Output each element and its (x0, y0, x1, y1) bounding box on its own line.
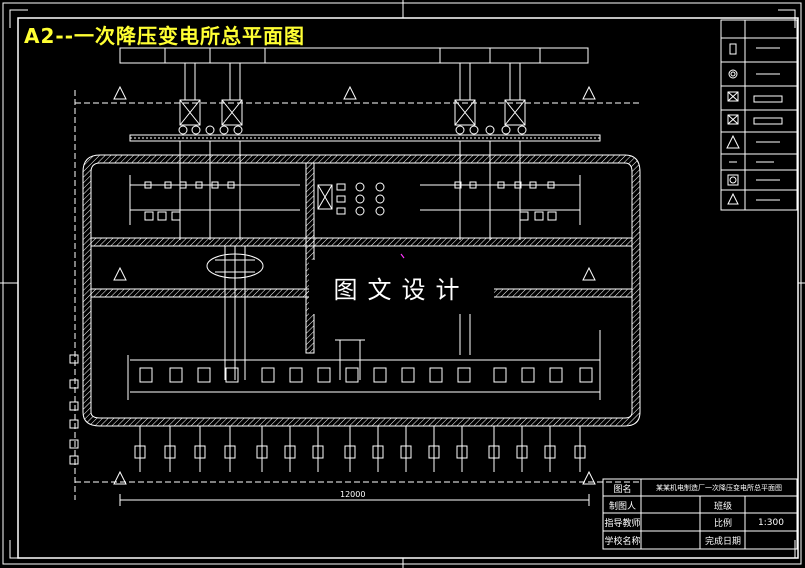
tb-label-scale: 比例 (713, 519, 732, 529)
partition-wall-upper (90, 237, 633, 247)
marker-tick (400, 253, 405, 259)
partition-wall-center (305, 162, 315, 354)
drawing-title: A2--一次降压变电所总平面图 (24, 24, 305, 48)
left-dimension (69, 90, 79, 500)
watermark: 图文设计 (309, 260, 494, 314)
upper-switchgear (129, 141, 581, 240)
bottom-dimension (75, 470, 640, 506)
tb-label-date: 完成日期 (704, 537, 741, 547)
tb-label-advisor: 指导教师 (604, 519, 641, 529)
dimension-label: 12000 (340, 490, 366, 499)
inner-frame (17, 17, 799, 559)
title-block-grid (602, 478, 798, 550)
lower-switchgear (127, 330, 601, 400)
symbol-legend (720, 19, 798, 211)
tb-drawing-name-value: 某某机电制造厂一次降压变电所总平面图 (656, 484, 782, 492)
tb-label-school: 学校名称 (604, 537, 641, 547)
outgoing-feeders (134, 426, 586, 472)
top-header-table (119, 47, 589, 64)
tb-scale-value: 1:300 (758, 517, 784, 528)
tb-label-class: 班级 (713, 501, 732, 512)
top-axis-triangles (113, 85, 596, 100)
upper-busbar (129, 63, 601, 142)
tb-label-drafter: 制图人 (608, 501, 636, 512)
tb-label-drawing-name: 图名 (613, 484, 632, 495)
corner-marks (9, 9, 796, 559)
